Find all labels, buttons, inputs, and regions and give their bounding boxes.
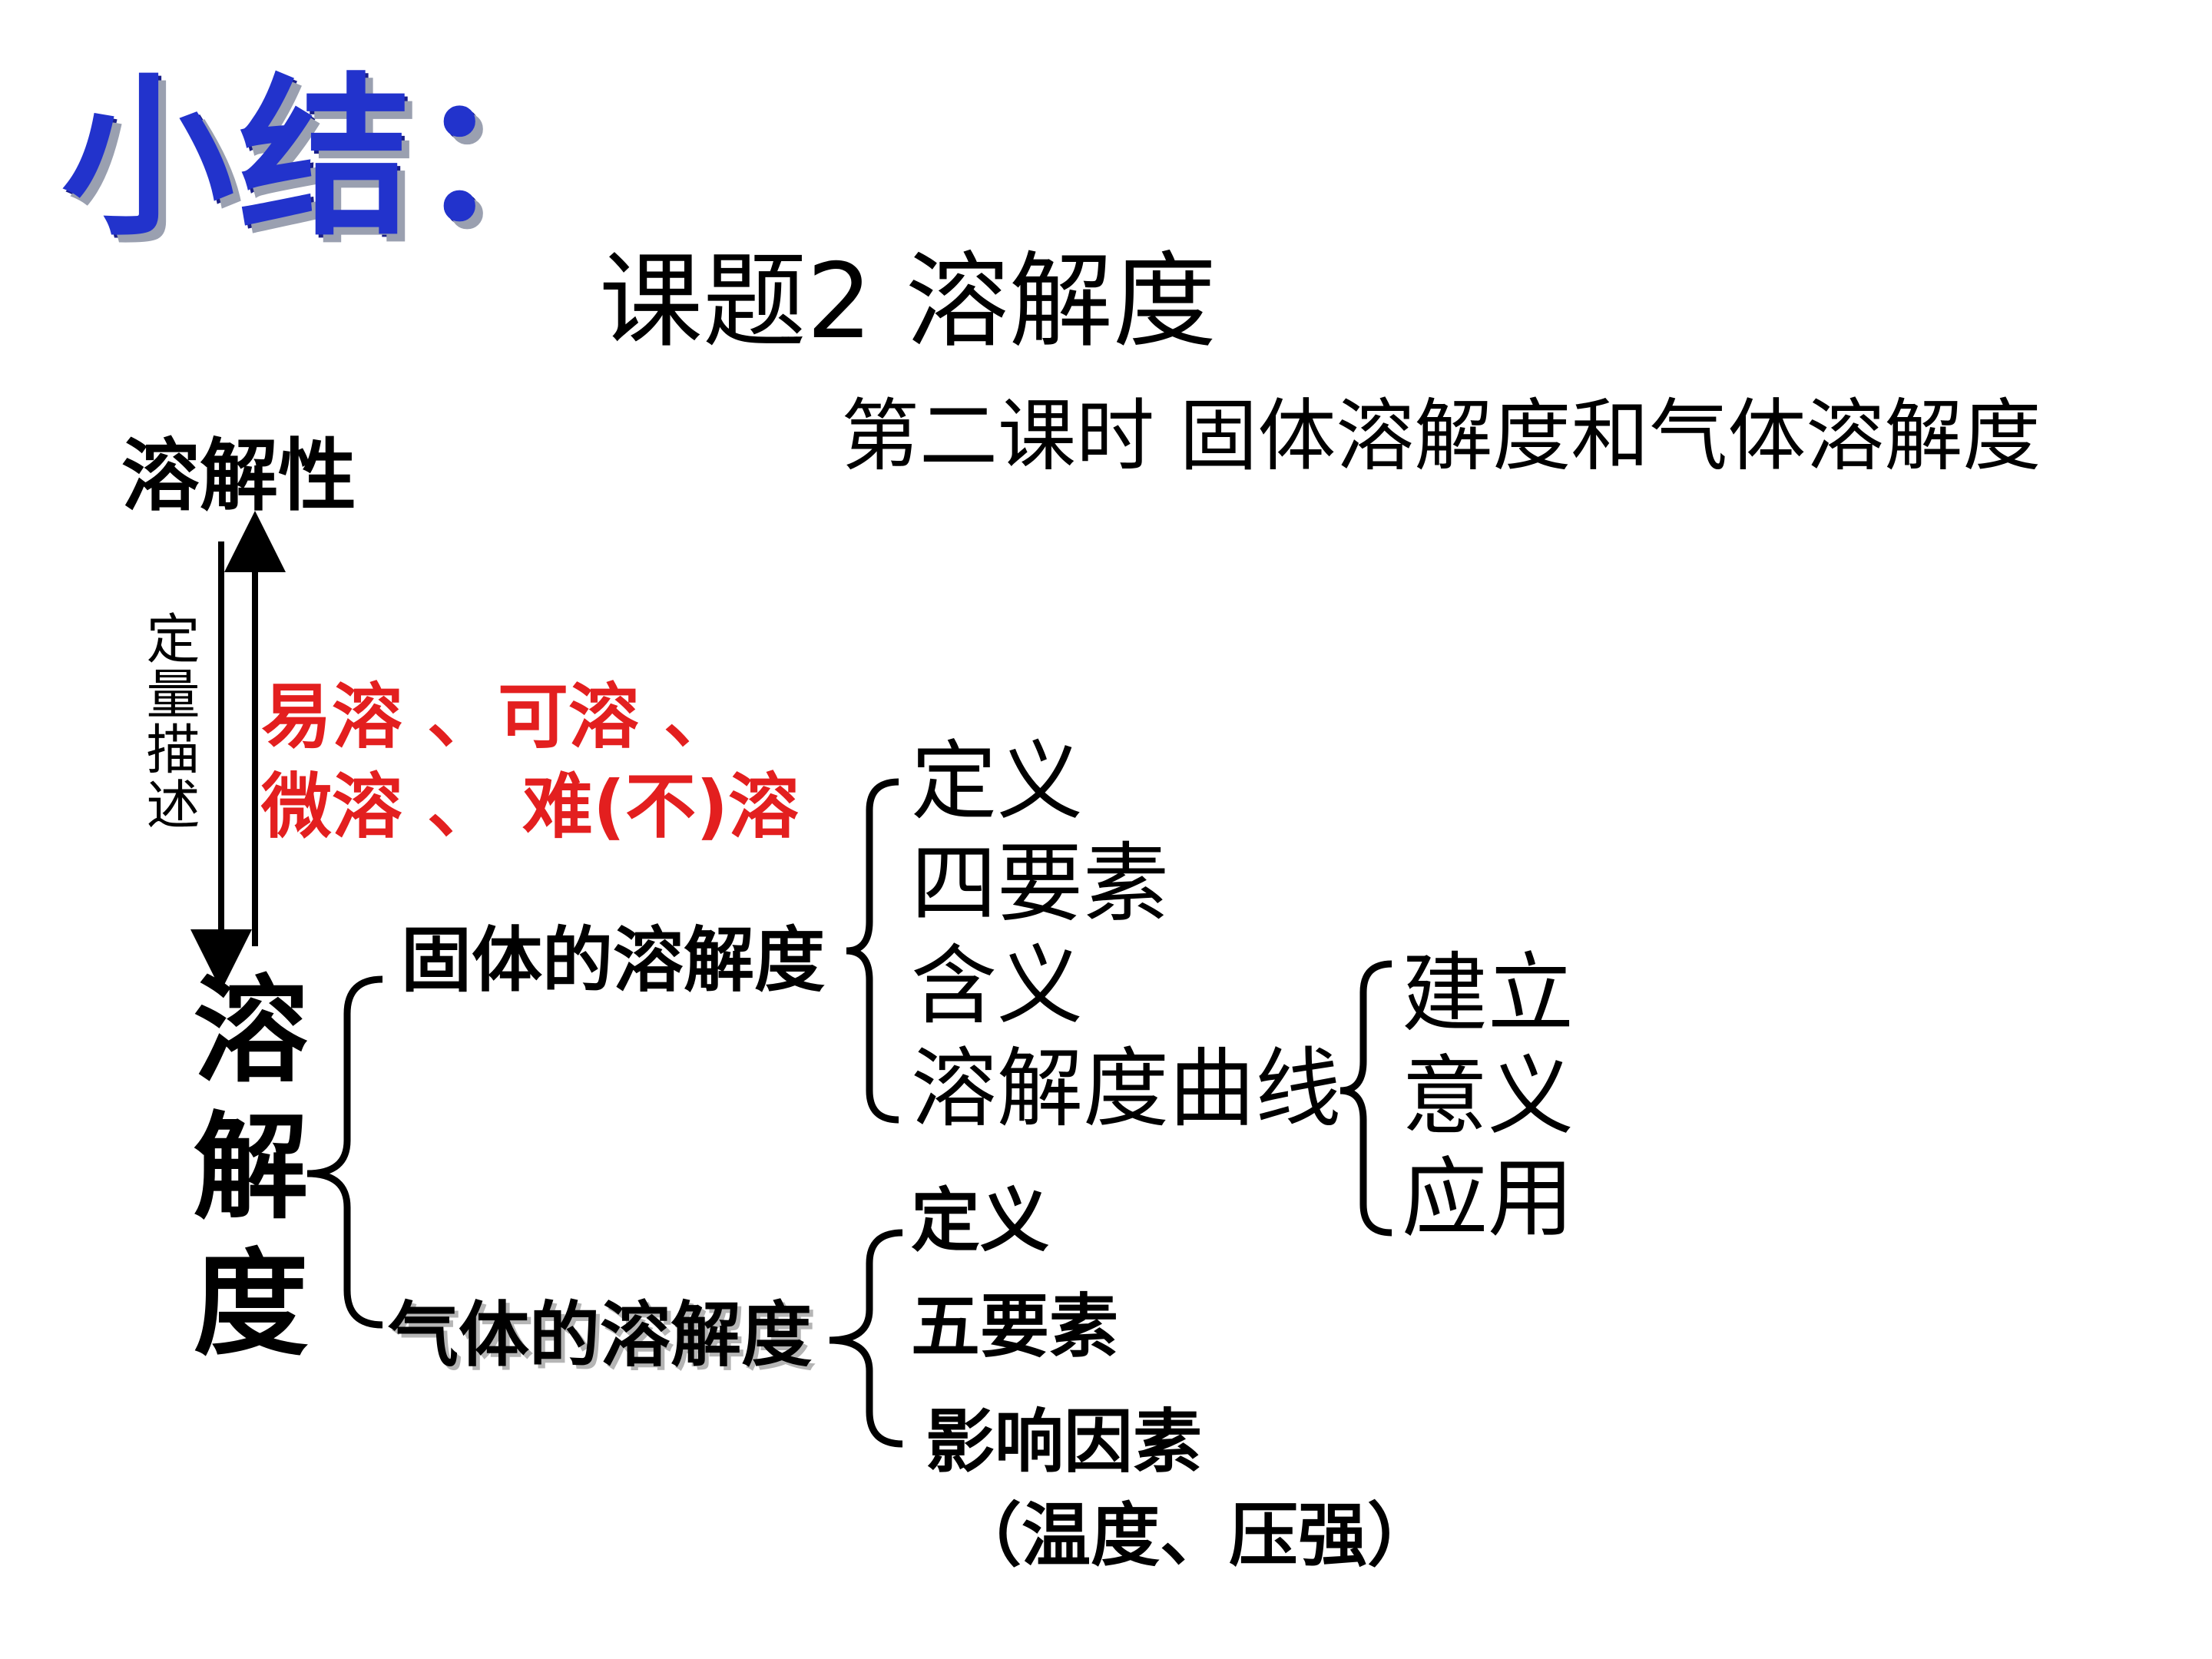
solid-item-solubility-curve: 溶解度曲线: [911, 1039, 1341, 1139]
solid-solubility-branch: 固体的溶解度: [401, 919, 826, 1002]
slide-heading: 小结：: [61, 58, 594, 260]
solubility-node: 溶解性: [121, 431, 356, 522]
gas-item-five-elements: 五要素: [911, 1286, 1118, 1367]
solid-item-four-elements: 四要素: [911, 834, 1169, 934]
solid-item-definition: 定义: [911, 732, 1083, 832]
lesson-title: 课题2 溶解度: [599, 241, 1217, 362]
curve-brace: [1339, 960, 1392, 1237]
solid-item-meaning: 含义: [911, 936, 1083, 1036]
solid-brace: [846, 778, 899, 1124]
gas-brace: [829, 1229, 903, 1448]
quantitative-description-label: 定量描述: [137, 611, 200, 832]
curve-item-application: 应用: [1402, 1149, 1574, 1249]
qualitative-terms-line-1: 易溶 、可溶 、: [261, 676, 735, 758]
lesson-subtitle: 第二课时 固体溶解度和气体溶解度: [841, 391, 2041, 482]
gas-factors-note: （温度、压强）: [952, 1495, 1436, 1576]
gas-item-influencing-factors: 影响因素: [926, 1402, 1202, 1482]
gas-item-definition: 定义: [911, 1181, 1049, 1261]
qualitative-terms-line-2: 微溶 、 难(不)溶: [261, 766, 800, 848]
solubility-degree-root: 溶解度: [174, 969, 307, 1379]
root-brace: [306, 975, 383, 1329]
gas-solubility-branch: 气体的溶解度: [388, 1294, 813, 1376]
curve-item-build: 建立: [1402, 944, 1574, 1044]
curve-item-meaning: 意义: [1402, 1047, 1574, 1147]
